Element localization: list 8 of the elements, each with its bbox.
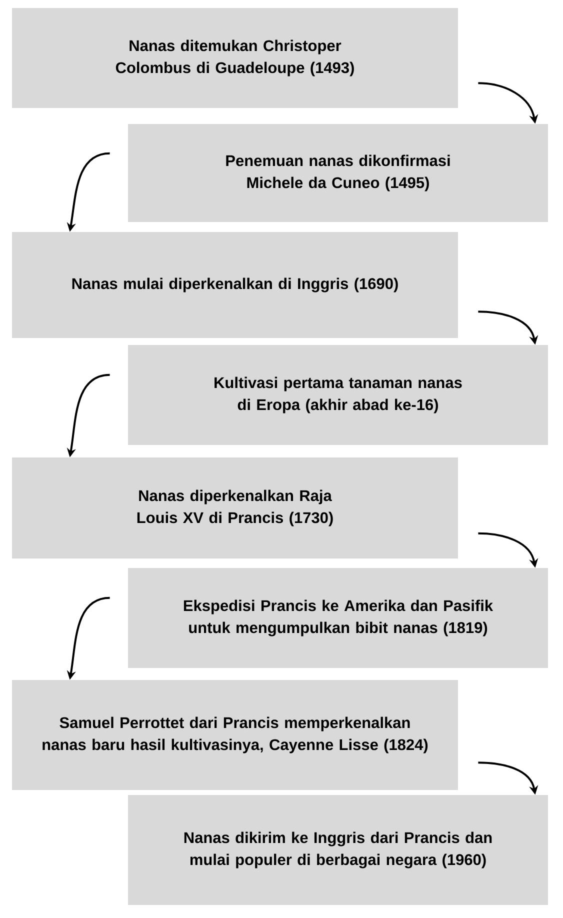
event-box: Nanas ditemukan Christoper Colombus di Guadeloupe (1493) — [12, 8, 458, 108]
event-box: Nanas dikirim ke Inggris dari Prancis dan mulai populer di berbagai negara (1960) — [128, 795, 548, 905]
event-box: Penemuan nanas dikonfirmasi Michele da Cuneo (1495) — [128, 124, 548, 222]
event-box: Kultivasi pertama tanaman nanas di Eropa (akhir abad ke-16) — [128, 345, 548, 445]
event-box: Ekspedisi Prancis ke Amerika dan Pasifik untuk mengumpulkan bibit nanas (1819) — [128, 568, 548, 668]
event-box: Nanas mulai diperkenalkan di Inggris (1690) — [12, 232, 458, 338]
event-box: Nanas diperkenalkan Raja Louis XV di Prancis (1730) — [12, 458, 458, 558]
event-box: Samuel Perrottet dari Prancis memperkenalkan nanas baru hasil kultivasinya, Cayenne Lisse (1824) — [12, 680, 458, 790]
